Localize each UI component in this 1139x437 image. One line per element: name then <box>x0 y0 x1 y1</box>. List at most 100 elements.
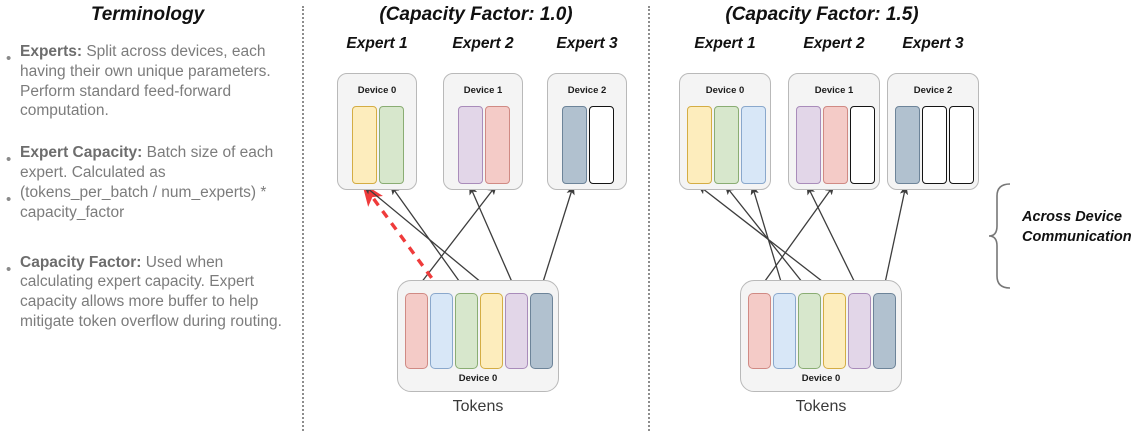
across-device-communication-label: Across Device Communication <box>1022 208 1139 247</box>
terminology-body: (tokens_per_batch / num_experts) * capac… <box>20 183 267 221</box>
expert-label: Expert 3 <box>556 35 618 52</box>
expert-device-box[interactable]: Device 1 <box>443 73 523 190</box>
token-row <box>748 293 896 369</box>
token-row <box>405 293 553 369</box>
route-arrow <box>414 184 498 291</box>
terminology-body: Split across devices, each having their … <box>20 43 271 120</box>
tokens-device-caption: Device 0 <box>801 373 841 384</box>
expert-slot-row <box>894 106 974 184</box>
expert-device-box[interactable]: Device 0 <box>679 73 771 190</box>
expert-device-box[interactable]: Device 2 <box>887 73 979 190</box>
terminology-item-text: Experts: Split across devices, each havi… <box>20 42 294 121</box>
tokens-caption: Tokens <box>795 398 847 415</box>
route-arrow <box>389 184 467 291</box>
terminology-term: Expert Capacity: <box>20 144 143 162</box>
token[interactable] <box>430 293 453 369</box>
device-caption: Device 0 <box>705 85 745 96</box>
across-device-bracket <box>988 183 1011 289</box>
expert-slot-filled[interactable] <box>562 106 587 184</box>
bullet-icon: • <box>6 50 12 67</box>
route-arrow <box>468 184 517 291</box>
expert-slot-filled[interactable] <box>740 106 766 184</box>
token[interactable] <box>480 293 503 369</box>
tokens-device-caption: Device 0 <box>458 373 498 384</box>
expert-slot-filled[interactable] <box>485 106 510 184</box>
tokens-device-box[interactable]: Device 0 <box>740 280 902 392</box>
device-caption: Device 2 <box>567 85 607 96</box>
expert-slot-empty[interactable] <box>948 106 974 184</box>
token[interactable] <box>530 293 553 369</box>
terminology-item-text: Expert Capacity: Batch size of each expe… <box>20 143 294 183</box>
device-caption: Device 1 <box>463 85 503 96</box>
expert-device-box[interactable]: Device 1 <box>788 73 880 190</box>
expert-slot-filled[interactable] <box>458 106 483 184</box>
device-caption: Device 2 <box>913 85 953 96</box>
expert-slot-filled[interactable] <box>686 106 712 184</box>
bullet-icon: • <box>6 260 12 278</box>
expert-label: Expert 2 <box>452 35 514 52</box>
route-arrow <box>697 184 834 291</box>
device-caption: Device 1 <box>814 85 854 96</box>
panel-title-capacity-factor-1-0: (Capacity Factor: 1.0) <box>379 4 573 25</box>
terminology-item: • (tokens_per_batch / num_experts) * capa… <box>6 183 294 223</box>
route-arrow <box>806 184 860 291</box>
adc-line-2: Communication <box>1022 228 1132 245</box>
expert-slot-row <box>686 106 766 184</box>
expert-slot-filled[interactable] <box>352 106 377 184</box>
token[interactable] <box>773 293 796 369</box>
token[interactable] <box>848 293 871 369</box>
column-divider-1 <box>302 6 304 431</box>
route-arrow <box>362 184 491 291</box>
route-arrow <box>724 184 810 291</box>
route-arrow <box>539 184 575 291</box>
expert-slot-filled[interactable] <box>379 106 404 184</box>
tokens-caption: Tokens <box>452 398 504 415</box>
tokens-device-box[interactable]: Device 0 <box>397 280 559 392</box>
terminology-term: Capacity Factor: <box>20 253 142 271</box>
expert-label: Expert 3 <box>902 35 964 52</box>
expert-slot-row <box>458 106 510 184</box>
token[interactable] <box>505 293 528 369</box>
overflow-route-arrow <box>361 182 442 292</box>
expert-slot-row <box>352 106 404 184</box>
terminology-body: Batch size of each expert. Calculated as <box>20 144 274 182</box>
device-caption: Device 0 <box>357 85 397 96</box>
expert-label: Expert 2 <box>803 35 865 52</box>
expert-slot-filled[interactable] <box>713 106 739 184</box>
terminology-item: • Expert Capacity: Batch size of each exp… <box>6 143 294 183</box>
token[interactable] <box>748 293 771 369</box>
expert-slot-filled[interactable] <box>795 106 821 184</box>
terminology-body: Used when calculating expert capacity. E… <box>20 253 282 331</box>
token[interactable] <box>405 293 428 369</box>
expert-slot-filled[interactable] <box>894 106 920 184</box>
expert-slot-empty[interactable] <box>589 106 614 184</box>
terminology-item-text: Capacity Factor: Used when calculating e… <box>20 253 294 332</box>
expert-label: Expert 1 <box>694 35 756 52</box>
panel-title-capacity-factor-1-5: (Capacity Factor: 1.5) <box>725 4 919 25</box>
expert-slot-row <box>562 106 614 184</box>
terminology-term: Experts: <box>20 43 83 60</box>
bullet-icon: • <box>6 190 12 208</box>
expert-slot-empty[interactable] <box>921 106 947 184</box>
adc-line-1: Across Device <box>1022 209 1122 225</box>
page-title-terminology: Terminology <box>90 4 205 25</box>
route-arrow <box>757 184 835 291</box>
bullet-icon: • <box>6 151 12 169</box>
expert-device-box[interactable]: Device 0 <box>337 73 417 190</box>
token[interactable] <box>823 293 846 369</box>
expert-slot-row <box>795 106 875 184</box>
expert-slot-filled[interactable] <box>822 106 848 184</box>
terminology-list: • Experts: Split across devices, each hav… <box>6 42 294 354</box>
terminology-item-text: (tokens_per_batch / num_experts) * capac… <box>20 183 294 223</box>
terminology-item: • Capacity Factor: Used when calculating … <box>6 253 294 332</box>
token[interactable] <box>798 293 821 369</box>
route-arrow <box>750 184 785 291</box>
expert-device-box[interactable]: Device 2 <box>547 73 627 190</box>
expert-slot-empty[interactable] <box>849 106 875 184</box>
route-arrow <box>882 184 909 291</box>
expert-label: Expert 1 <box>346 35 408 52</box>
token[interactable] <box>455 293 478 369</box>
token[interactable] <box>873 293 896 369</box>
terminology-item: • Experts: Split across devices, each hav… <box>6 42 294 121</box>
